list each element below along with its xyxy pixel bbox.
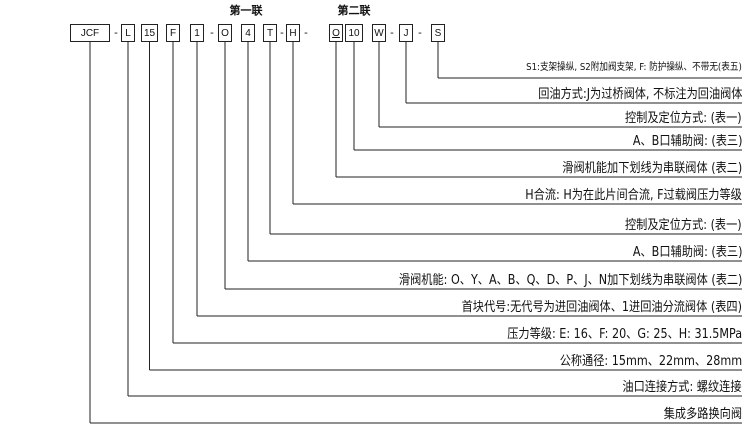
description-9: 滑阀机能: O、Y、A、B、Q、D、P、J、N加下划线为串联阀体 (表二) <box>398 273 742 288</box>
code-separator: - <box>114 27 118 39</box>
header-second-unit: 第二联 <box>337 4 371 17</box>
code-separator: - <box>418 27 422 39</box>
description-13: 油口连接方式: 螺纹连接 <box>622 380 742 395</box>
code-separator: - <box>280 27 284 39</box>
code-separator: - <box>210 27 214 39</box>
description-5: 滑阀机能加下划线为串联阀体 (表二) <box>562 161 742 176</box>
description-6: H合流: H为在此片间合流, F过载阀压力等级 <box>525 188 742 203</box>
code-separator: - <box>390 27 394 39</box>
description-8: A、B口辅助阀: (表三) <box>632 245 742 260</box>
code-box-j: J <box>399 24 413 42</box>
code-separator: - <box>304 27 308 39</box>
description-1: S1:支架操纵, S2附加阀支架, F: 防护操纵、不带无(表五) <box>526 62 742 73</box>
description-12: 公称通径: 15mm、22mm、28mm <box>559 354 742 369</box>
description-7: 控制及定位方式: (表一) <box>625 218 742 233</box>
description-11: 压力等级: E: 16、F: 20、G: 25、H: 31.5MPa <box>507 327 742 342</box>
code-box-w: W <box>372 24 386 42</box>
code-box-10: 10 <box>345 24 363 42</box>
code-box-o: O <box>329 24 343 42</box>
code-box-f: F <box>166 24 180 42</box>
description-4: A、B口辅助阀: (表三) <box>632 134 742 149</box>
description-10: 首块代号:无代号为进回油阀体、1进回油分流阀体 (表四) <box>461 300 742 315</box>
code-box-t: T <box>263 24 277 42</box>
code-box-s: S <box>431 24 445 42</box>
code-box-jcf: JCF <box>70 24 110 42</box>
description-3: 控制及定位方式: (表一) <box>625 111 742 126</box>
description-2: 回油方式:J为过桥阀体, 不标注为回油阀体 <box>537 87 742 102</box>
code-box-1: 1 <box>190 24 204 42</box>
code-box-15: 15 <box>141 24 158 42</box>
code-box-l: L <box>121 24 135 42</box>
description-14: 集成多路换向阀 <box>663 407 742 422</box>
code-box-h: H <box>286 24 300 42</box>
code-box-o: O <box>218 24 232 42</box>
header-first-unit: 第一联 <box>229 4 263 17</box>
code-box-4: 4 <box>241 24 255 42</box>
